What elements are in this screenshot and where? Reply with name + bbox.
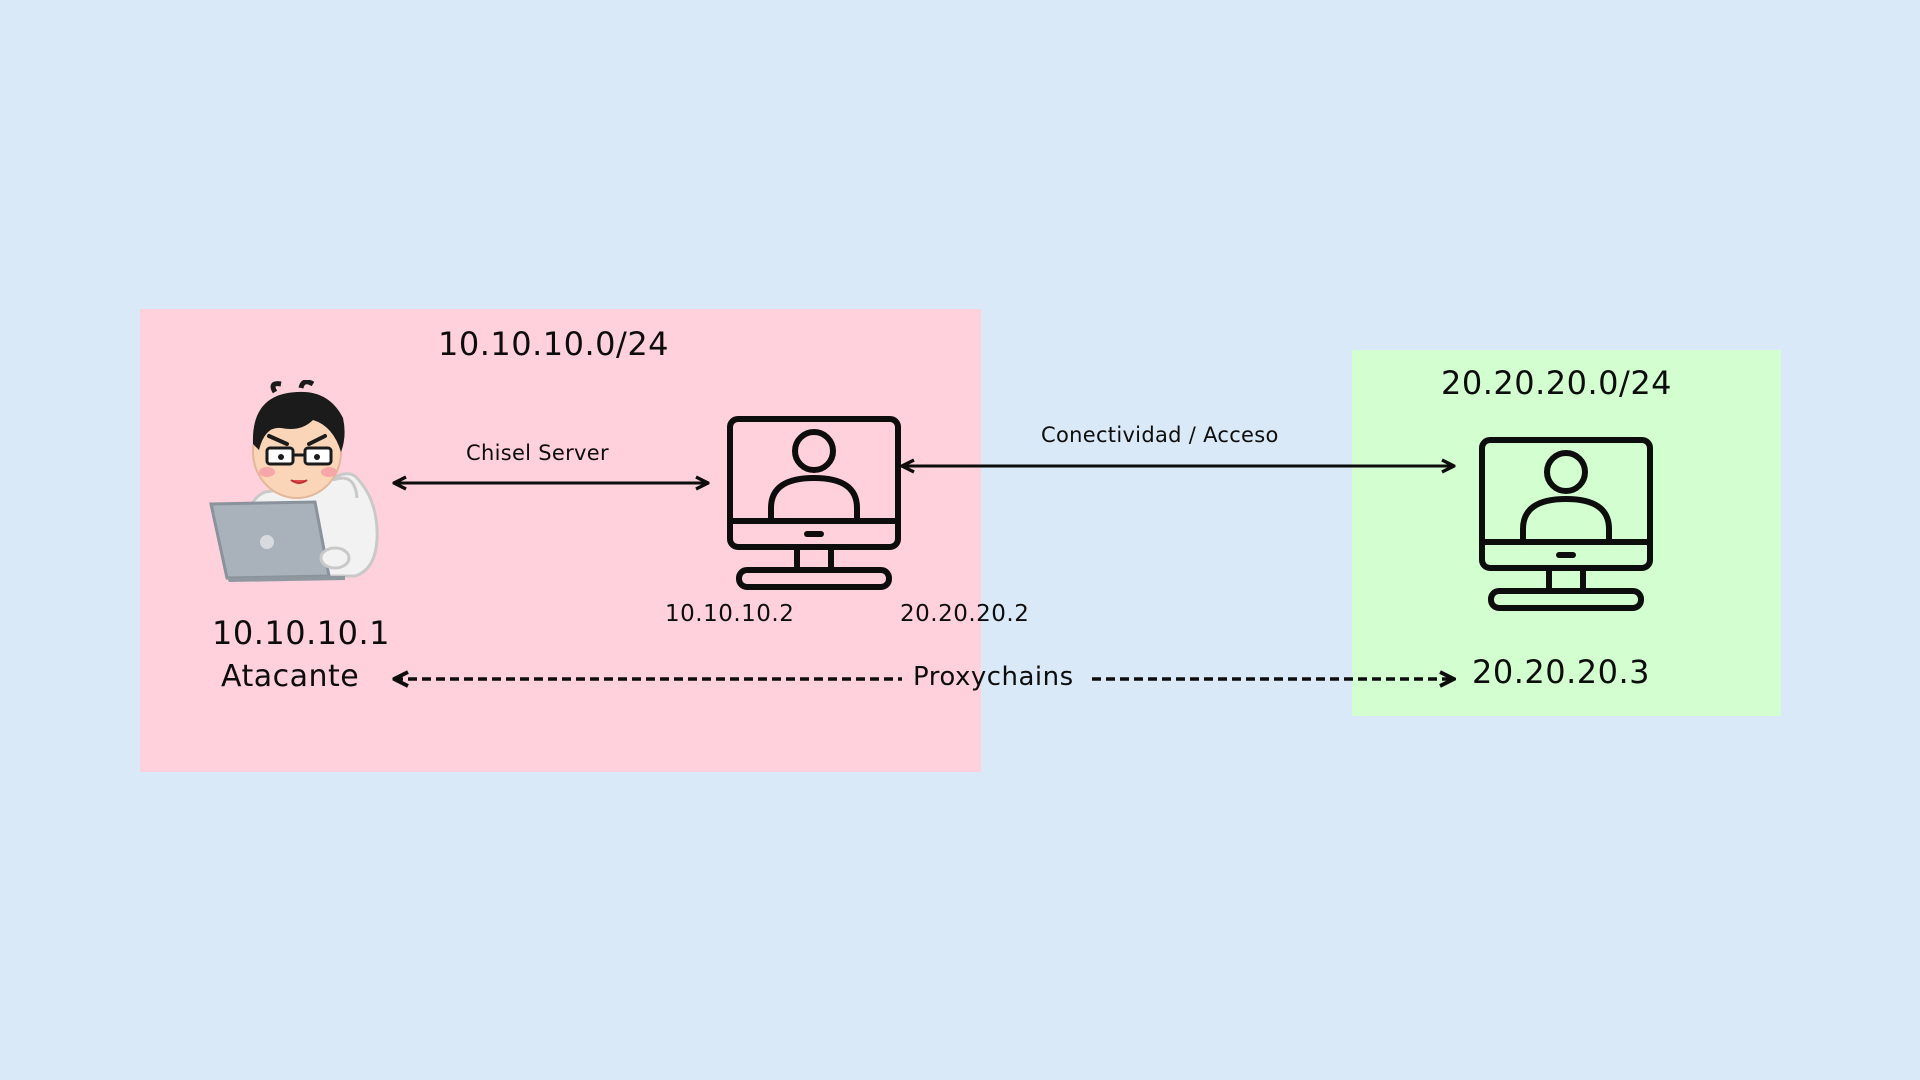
computer-user-icon [727, 416, 901, 590]
network-zone-20-20-20 [1352, 350, 1781, 716]
left-network-title: 10.10.10.0/24 [438, 325, 670, 363]
computer-user-icon [1479, 437, 1653, 611]
hacker-with-laptop-icon [205, 379, 381, 582]
pivot-ip-right: 20.20.20.2 [900, 601, 1030, 627]
target-ip: 20.20.20.3 [1472, 653, 1651, 691]
right-network-title: 20.20.20.0/24 [1441, 364, 1673, 402]
attacker-ip: 10.10.10.1 [212, 614, 391, 652]
chisel-link-label: Chisel Server [466, 441, 609, 465]
proxy-link-label: Proxychains [913, 662, 1074, 692]
access-link-label: Conectividad / Acceso [1041, 423, 1279, 447]
attacker-name: Atacante [221, 659, 360, 694]
pivot-ip-left: 10.10.10.2 [665, 601, 795, 627]
